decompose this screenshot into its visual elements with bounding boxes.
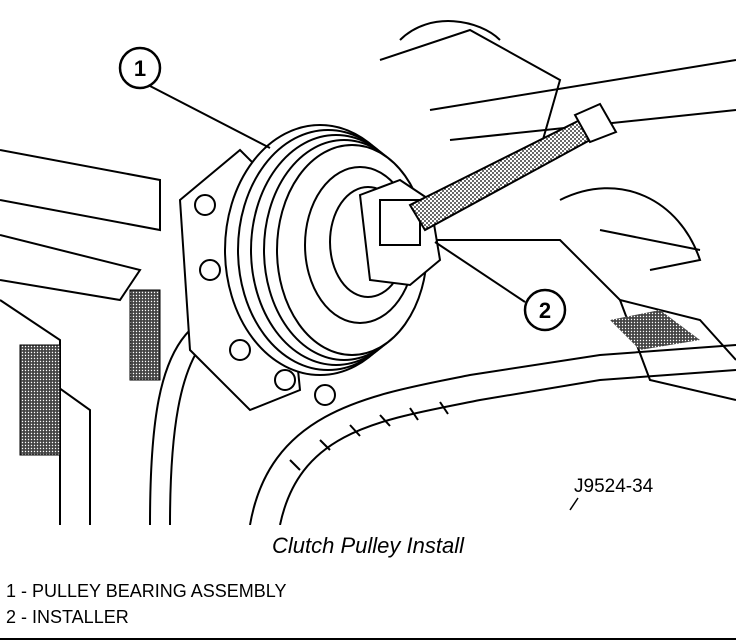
bolt — [199, 259, 221, 281]
figure-caption: Clutch Pulley Install — [272, 533, 464, 558]
legend-item: 1 - PULLEY BEARING ASSEMBLY — [6, 581, 287, 601]
svg-text:1: 1 — [134, 56, 146, 81]
bottom-rule — [0, 638, 736, 640]
bolt — [229, 339, 251, 361]
clutch-pulley-illustration: 1 2 J9524-34 — [0, 20, 736, 525]
legend-item: 2 - INSTALLER — [6, 607, 129, 627]
callout-1: 1 — [118, 46, 271, 149]
bolt — [194, 194, 216, 216]
callout-2: 2 — [434, 241, 567, 332]
figure-code: J9524-34 — [574, 476, 654, 497]
hose — [249, 344, 736, 525]
legend: 1 - PULLEY BEARING ASSEMBLY 2 - INSTALLE… — [6, 578, 286, 630]
bolt — [274, 369, 296, 391]
shaded-block — [19, 344, 61, 456]
installer-tool — [358, 102, 618, 287]
svg-text:2: 2 — [539, 298, 551, 323]
shaded-block — [610, 310, 700, 350]
shaded-block — [129, 289, 161, 381]
bolt — [314, 384, 336, 406]
